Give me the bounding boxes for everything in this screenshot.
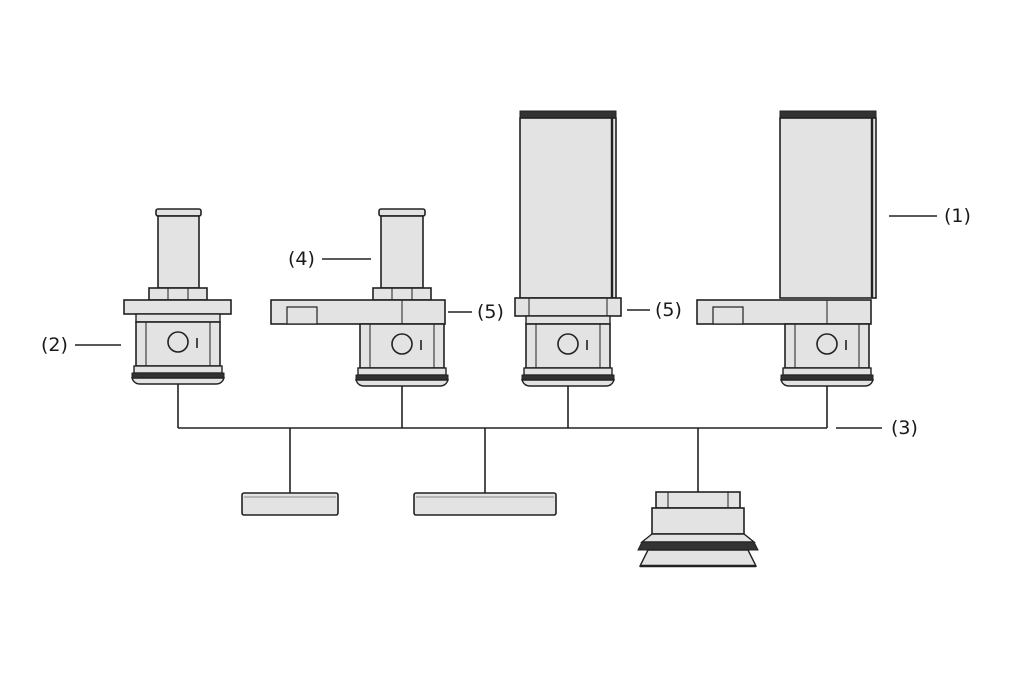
- callout-label-1: (1): [944, 205, 971, 227]
- callout-label-5a: (5): [477, 301, 504, 323]
- callout-label-3: (3): [891, 417, 918, 439]
- valve-assembly-4: [696, 110, 877, 387]
- valve-assembly-2: [270, 208, 449, 387]
- flat-pad-wide: [413, 492, 557, 516]
- valve-assembly-3: [514, 110, 622, 387]
- pipe-network: [177, 376, 828, 493]
- valve-assembly-1: [123, 208, 232, 385]
- callout-label-2: (2): [41, 334, 68, 356]
- suction-cup: [637, 491, 759, 568]
- flat-pad-small: [241, 492, 339, 516]
- callout-label-5b: (5): [655, 299, 682, 321]
- callout-label-4: (4): [288, 248, 315, 270]
- leader-lines: [75, 215, 937, 429]
